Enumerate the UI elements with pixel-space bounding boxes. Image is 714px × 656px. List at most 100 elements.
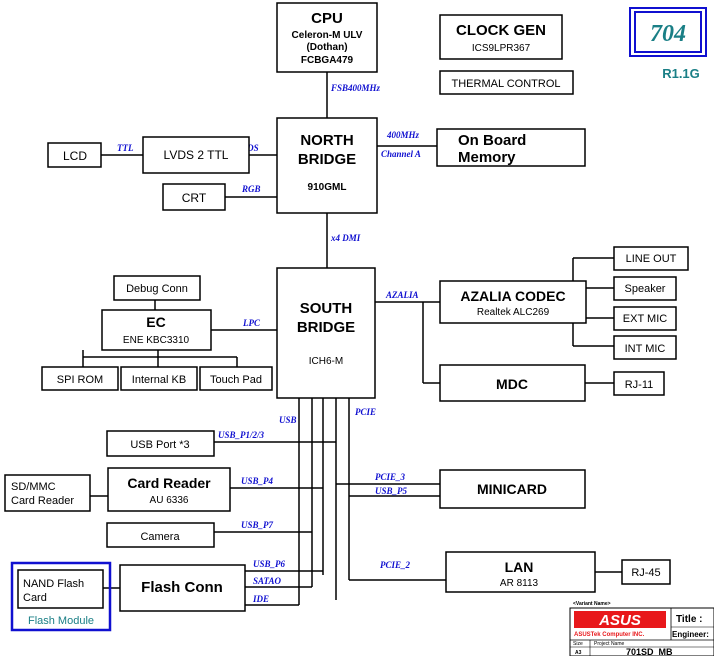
mdc-block: MDC bbox=[439, 364, 586, 402]
usb-port-block: USB Port *3 bbox=[106, 430, 215, 457]
bus-usb-p123: USB_P1/2/3 bbox=[218, 430, 265, 440]
nand-line-2: Card bbox=[23, 592, 47, 604]
wires bbox=[82, 72, 622, 606]
card-reader-block: Card Reader AU 6336 bbox=[107, 467, 231, 512]
nb-title-1: NORTH bbox=[300, 132, 353, 149]
flash-module-title: Flash Module bbox=[28, 615, 94, 627]
memory-block: On Board Memory bbox=[436, 128, 586, 167]
bus-usb-p4: USB_P4 bbox=[241, 476, 274, 486]
thermal-title: THERMAL CONTROL bbox=[452, 78, 561, 90]
flash-conn-title: Flash Conn bbox=[141, 579, 223, 596]
lan-title: LAN bbox=[505, 559, 534, 575]
bus-lpc: LPC bbox=[242, 318, 261, 328]
crt-block: CRT bbox=[162, 183, 226, 211]
lcd-title: LCD bbox=[63, 149, 87, 163]
bus-fsb: FSB400MHz bbox=[330, 83, 381, 93]
card-reader-title: Card Reader bbox=[127, 475, 211, 491]
cpu-line-1: Celeron-M ULV bbox=[292, 30, 363, 41]
nb-title-2: BRIDGE bbox=[298, 151, 356, 168]
sb-part: ICH6-M bbox=[309, 356, 343, 367]
bus-rgb: RGB bbox=[241, 184, 261, 194]
asus-logo bbox=[574, 611, 666, 628]
line-out-block: LINE OUT bbox=[613, 246, 689, 271]
azalia-block: AZALIA CODEC Realtek ALC269 bbox=[439, 280, 587, 324]
south-bridge-block: SOUTH BRIDGE ICH6-M bbox=[276, 267, 376, 399]
bus-labels: FSB400MHz 400MHz Channel A TTL LVDS RGB … bbox=[117, 83, 421, 604]
crt-title: CRT bbox=[182, 191, 207, 205]
spi-rom-title: SPI ROM bbox=[57, 374, 103, 386]
title-block: <Variant Name> ASUS ASUSTek Computer INC… bbox=[569, 601, 714, 656]
int-mic-block: INT MIC bbox=[613, 335, 677, 360]
cpu-title: CPU bbox=[311, 10, 343, 27]
cpu-block: CPU Celeron-M ULV (Dothan) FCBGA479 bbox=[276, 2, 378, 73]
bus-usb-p5: USB_P5 bbox=[375, 486, 408, 496]
cpu-line-3: FCBGA479 bbox=[301, 55, 354, 66]
title-label: Title : bbox=[676, 614, 702, 625]
spi-rom-block: SPI ROM bbox=[41, 366, 119, 391]
debug-title: Debug Conn bbox=[126, 283, 188, 295]
company-name: ASUSTek Computer INC. bbox=[574, 632, 645, 638]
touch-pad-block: Touch Pad bbox=[199, 366, 273, 391]
bus-azalia: AZALIA bbox=[385, 290, 419, 300]
internal-kb-title: Internal KB bbox=[132, 374, 186, 386]
nb-part: 910GML bbox=[308, 182, 347, 193]
bus-mem: 400MHz bbox=[386, 130, 420, 140]
touch-pad-title: Touch Pad bbox=[210, 374, 262, 386]
revision: R1.1G bbox=[662, 66, 700, 81]
minicard-block: MINICARD bbox=[439, 469, 586, 509]
clock-gen-title: CLOCK GEN bbox=[456, 22, 546, 39]
usb-port-title: USB Port *3 bbox=[130, 439, 189, 451]
sb-title-2: BRIDGE bbox=[297, 319, 355, 336]
ec-title: EC bbox=[146, 314, 165, 330]
debug-block: Debug Conn bbox=[113, 275, 201, 301]
ec-block: EC ENE KBC3310 bbox=[101, 309, 212, 351]
bus-ttl: TTL bbox=[117, 143, 134, 153]
bus-pcie-3: PCIE_3 bbox=[375, 472, 406, 482]
project-value: 701SD_MB bbox=[626, 647, 673, 656]
sdmmc-block: SD/MMC Card Reader bbox=[4, 474, 91, 512]
north-bridge-block: NORTH BRIDGE 910GML bbox=[276, 117, 378, 214]
lan-block: LAN AR 8113 bbox=[445, 551, 596, 593]
lcd-block: LCD bbox=[47, 142, 102, 168]
sdmmc-line-1: SD/MMC bbox=[11, 481, 56, 493]
bus-satao: SATAO bbox=[253, 576, 282, 586]
bus-usb: USB bbox=[279, 415, 297, 425]
bus-channel: Channel A bbox=[381, 149, 421, 159]
mdc-title: MDC bbox=[496, 376, 528, 392]
rj45-title: RJ-45 bbox=[631, 567, 660, 579]
int-mic-title: INT MIC bbox=[625, 343, 666, 355]
bus-pcie-2: PCIE_2 bbox=[380, 560, 411, 570]
bus-dmi: x4 DMI bbox=[330, 233, 361, 243]
speaker-block: Speaker bbox=[613, 276, 677, 301]
ec-part: ENE KBC3310 bbox=[123, 335, 190, 346]
rj45-block: RJ-45 bbox=[621, 559, 671, 585]
project-label: Project Name bbox=[594, 641, 625, 647]
sdmmc-line-2: Card Reader bbox=[11, 495, 74, 507]
bus-ide: IDE bbox=[252, 594, 269, 604]
speaker-title: Speaker bbox=[625, 283, 666, 295]
camera-title: Camera bbox=[140, 531, 180, 543]
bus-pcie: PCIE bbox=[355, 407, 376, 417]
rj11-title: RJ-11 bbox=[625, 379, 654, 391]
line-out-title: LINE OUT bbox=[626, 253, 677, 265]
clock-gen-part: ICS9LPR367 bbox=[472, 43, 531, 54]
bus-usb-p7: USB_P7 bbox=[241, 520, 274, 530]
memory-line-2: Memory bbox=[458, 149, 516, 166]
page-badge: 704 R1.1G bbox=[629, 7, 707, 81]
ext-mic-block: EXT MIC bbox=[613, 306, 677, 331]
page-number: 704 bbox=[650, 21, 686, 47]
bus-usb-p6: USB_P6 bbox=[253, 559, 286, 569]
memory-line-1: On Board bbox=[458, 132, 526, 149]
flash-conn-block: Flash Conn bbox=[119, 564, 246, 612]
rj11-block: RJ-11 bbox=[613, 371, 665, 396]
ext-mic-title: EXT MIC bbox=[623, 313, 667, 325]
azalia-part: Realtek ALC269 bbox=[477, 307, 550, 318]
card-reader-part: AU 6336 bbox=[150, 495, 189, 506]
engineer-label: Engineer: bbox=[672, 630, 709, 639]
internal-kb-block: Internal KB bbox=[120, 366, 198, 391]
lvds-title: LVDS 2 TTL bbox=[164, 148, 229, 162]
camera-block: Camera bbox=[106, 522, 215, 548]
nand-line-1: NAND Flash bbox=[23, 578, 84, 590]
azalia-title: AZALIA CODEC bbox=[460, 288, 565, 304]
